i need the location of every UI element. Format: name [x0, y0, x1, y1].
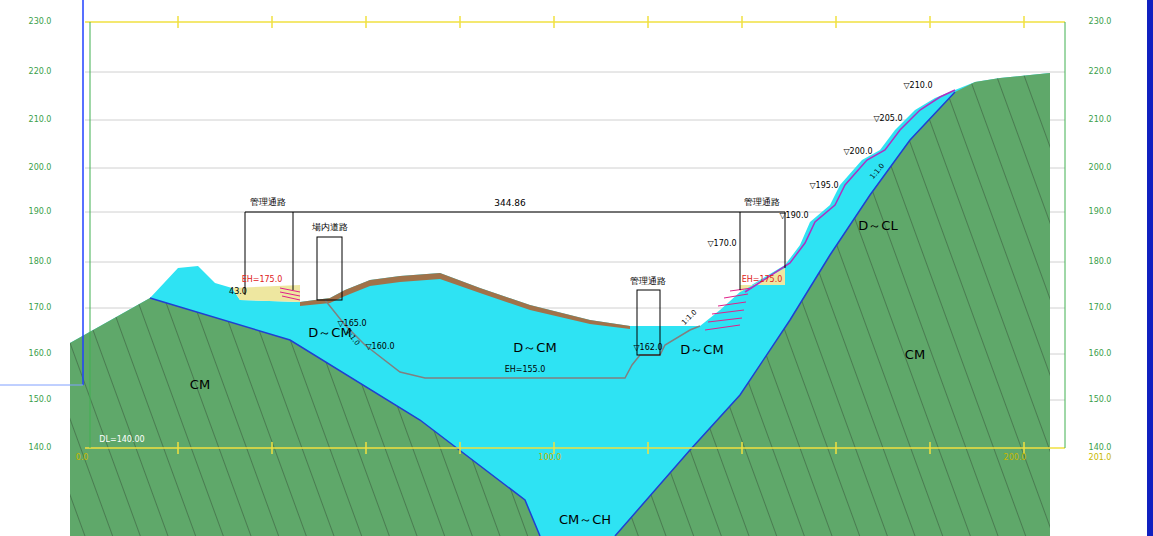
axis-value: 230.0 — [29, 18, 52, 27]
rock-zone — [70, 298, 540, 536]
axis-value: 160.0 — [29, 350, 52, 359]
rock-hatch — [70, 298, 540, 536]
axis-value: 150.0 — [29, 396, 52, 405]
frame-line — [82, 0, 84, 385]
elevation-label: EH=155.0 — [505, 366, 546, 375]
dimension-value: 43.0 — [229, 288, 247, 297]
boundary-line — [150, 298, 540, 536]
elevation-label: ▽162.0 — [633, 344, 662, 353]
frame-line — [0, 385, 83, 386]
elevation-label: ▽190.0 — [779, 212, 808, 221]
elevation-label: ▽200.0 — [843, 148, 872, 157]
cut-line — [745, 90, 955, 292]
axis-ticks — [178, 16, 1024, 454]
dimension-value: 344.86 — [494, 199, 526, 209]
elevation-label: EH=175.0 — [242, 276, 283, 285]
axis-value: 200.0 — [1004, 454, 1027, 463]
axis-line — [1065, 22, 1066, 448]
frame-border — [1147, 0, 1153, 536]
axis-value: 190.0 — [1089, 208, 1112, 217]
axis-value: 220.0 — [1089, 68, 1112, 77]
road-label: 場内道路 — [312, 223, 348, 233]
axis-value: 140.0 — [1089, 444, 1112, 453]
axis-line — [85, 21, 1065, 23]
axis-value: 200.0 — [29, 164, 52, 173]
road-label: 管理通路 — [744, 198, 780, 208]
axis-value: 140.0 — [29, 444, 52, 453]
elevation-label: EH=175.0 — [742, 276, 783, 285]
axis-value: 201.0 — [1089, 454, 1112, 463]
fill-hatch — [705, 288, 752, 330]
axis-value: 210.0 — [1089, 116, 1112, 125]
axis-value: 220.0 — [29, 68, 52, 77]
axis-value: 150.0 — [1089, 396, 1112, 405]
axis-value: 180.0 — [29, 258, 52, 267]
rock-class: D～CL — [858, 219, 897, 233]
elevation-label: ▽210.0 — [903, 82, 932, 91]
rock-class: CM — [905, 348, 925, 362]
axis-line — [90, 22, 91, 448]
slope-ratio: 1:1.0 — [681, 309, 699, 327]
road-label: 管理通路 — [630, 277, 666, 287]
axis-value: 160.0 — [1089, 350, 1112, 359]
datum-level: DL=140.00 — [99, 436, 144, 445]
fill-hatch — [280, 288, 300, 300]
axis-value: 210.0 — [29, 116, 52, 125]
weathered-zone — [70, 73, 1050, 536]
axis-value: 100.0 — [539, 454, 562, 463]
axis-value: 170.0 — [1089, 304, 1112, 313]
rock-hatch — [615, 73, 1050, 536]
axis-value: 230.0 — [1089, 18, 1112, 27]
rock-zone — [615, 73, 1050, 536]
axis-value: 0.0 — [76, 454, 89, 463]
topsoil — [300, 273, 630, 329]
axis-value: 200.0 — [1089, 164, 1112, 173]
excavation-line — [325, 300, 700, 378]
elevation-label: ▽170.0 — [707, 240, 736, 249]
boundary-line — [615, 92, 955, 536]
elevation-label: ▽205.0 — [873, 115, 902, 124]
axis-value: 170.0 — [29, 304, 52, 313]
road-label: 管理通路 — [250, 198, 286, 208]
dimension-lines — [245, 212, 785, 355]
rock-class: CM～CH — [559, 513, 611, 527]
rock-class: CM — [190, 378, 210, 392]
axis-value: 190.0 — [29, 208, 52, 217]
elevation-label: ▽195.0 — [809, 182, 838, 191]
rock-class: D～CM — [680, 343, 723, 357]
axis-value: 180.0 — [1089, 258, 1112, 267]
rock-class: D～CM — [513, 341, 556, 355]
elevation-label: ▽160.0 — [365, 343, 394, 352]
axis-line — [85, 447, 1065, 449]
